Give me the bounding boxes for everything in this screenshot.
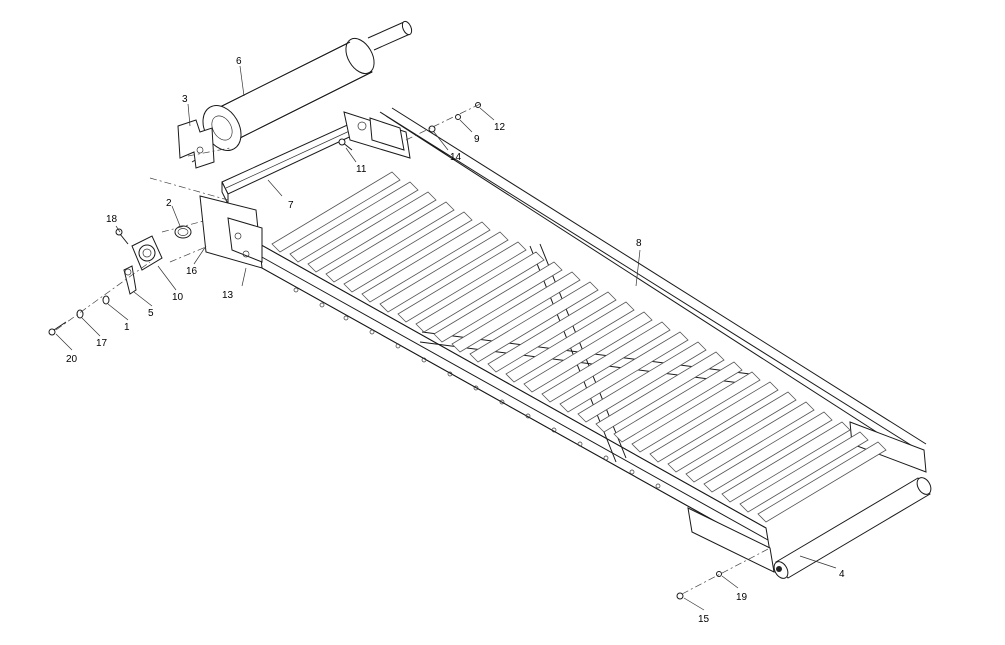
callout-8: 8 (636, 238, 642, 249)
tail-roller (773, 477, 932, 579)
bolt-15 (676, 592, 684, 600)
washer-14 (428, 125, 436, 133)
front-rail-holes (293, 287, 661, 489)
callout-12: 12 (494, 122, 506, 133)
callout-16: 16 (186, 266, 198, 277)
callout-18: 18 (106, 214, 118, 225)
callout-17: 17 (96, 338, 108, 349)
callout-19: 19 (736, 592, 748, 603)
callout-9: 9 (474, 134, 480, 145)
left-end-bearing-group (48, 121, 361, 336)
callout-labels: 1 2 3 4 5 6 7 8 9 10 11 12 13 14 15 16 1… (66, 56, 845, 625)
callout-15: 15 (698, 614, 710, 625)
washer-9 (455, 114, 461, 120)
callout-13: 13 (222, 290, 234, 301)
right-hardware (338, 102, 771, 600)
callout-7: 7 (288, 200, 294, 211)
bolt-11 (338, 138, 346, 146)
conveyor-frame (199, 107, 927, 573)
callout-5: 5 (148, 308, 154, 319)
callout-3: 3 (182, 94, 188, 105)
callout-11: 11 (356, 164, 367, 175)
callout-4: 4 (839, 569, 845, 580)
washer-19 (716, 571, 722, 577)
callout-1: 1 (124, 322, 130, 333)
callout-2: 2 (166, 198, 172, 209)
carrier-rollers (271, 171, 887, 523)
drum-bracket (177, 119, 215, 169)
callout-14: 14 (450, 152, 462, 163)
callout-6: 6 (236, 56, 242, 67)
leader-lines (55, 65, 837, 611)
callout-20: 20 (66, 354, 78, 365)
callout-10: 10 (172, 292, 184, 303)
